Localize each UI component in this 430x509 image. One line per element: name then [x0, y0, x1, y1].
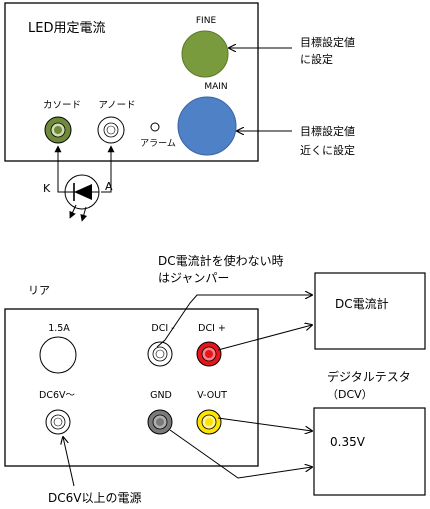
rear-title: リア	[28, 284, 50, 297]
dc6v-label: DC6V〜	[39, 390, 75, 401]
power-note: DC6V以上の電源	[48, 491, 141, 505]
led-symbol	[54, 145, 115, 222]
anode-label: アノード	[98, 100, 135, 111]
fuse-label: 1.5A	[48, 323, 70, 334]
dci-plus-jack[interactable]	[196, 341, 222, 367]
rear-panel	[4, 308, 259, 467]
vout-label: V-OUT	[197, 390, 227, 401]
main-label: MAIN	[204, 82, 227, 92]
dci-plus-wire	[217, 325, 312, 351]
led-a-label: A	[105, 180, 113, 193]
fine-knob[interactable]	[181, 30, 229, 78]
gnd-jack[interactable]	[147, 409, 173, 435]
fine-note-line1: 目標設定値	[300, 35, 355, 49]
dc6v-jack[interactable]	[45, 409, 71, 435]
gnd-wire	[169, 429, 312, 479]
fine-label: FINE	[196, 16, 217, 26]
anode-jack[interactable]	[97, 116, 125, 144]
jumper-note-wire	[156, 295, 312, 348]
tester-label-line1: デジタルテスタ	[327, 369, 411, 384]
vout-wire	[217, 417, 312, 431]
power-note-arrow	[63, 437, 75, 487]
alarm-led	[150, 122, 160, 132]
vout-jack[interactable]	[196, 409, 222, 435]
gnd-label: GND	[150, 390, 172, 401]
digital-tester-box	[313, 407, 426, 496]
cathode-label: カソード	[43, 100, 81, 111]
dci-minus-label: DCI -	[151, 323, 174, 334]
led-k-label: K	[43, 182, 51, 195]
main-knob[interactable]	[177, 96, 237, 156]
jumper-note-line2: はジャンパー	[158, 271, 229, 285]
main-note-line2: 近くに設定	[300, 143, 355, 157]
main-note-line1: 目標設定値	[300, 124, 355, 138]
dc-ammeter-box	[314, 272, 426, 350]
dci-plus-label: DCI +	[198, 323, 226, 334]
tester-reading: 0.35V	[330, 435, 366, 449]
dci-minus-jack[interactable]	[147, 341, 173, 367]
front-panel-title: LED用定電流	[28, 21, 105, 36]
fine-note-line2: に設定	[300, 52, 333, 66]
alarm-label: アラーム	[140, 138, 176, 149]
tester-label-line2: （DCV）	[327, 388, 373, 401]
jumper-note-line1: DC電流計を使わない時	[158, 253, 284, 268]
dc-ammeter-label: DC電流計	[335, 296, 389, 311]
cathode-jack[interactable]	[44, 116, 72, 144]
fuse-holder[interactable]	[39, 336, 77, 374]
